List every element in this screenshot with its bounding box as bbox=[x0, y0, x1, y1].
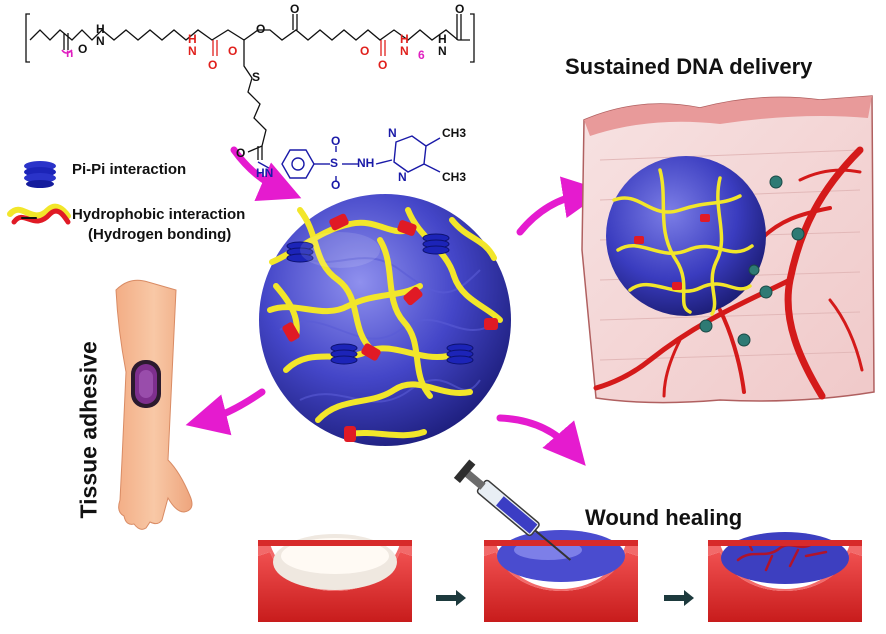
polymer-chains bbox=[267, 207, 503, 439]
legend-hydrophobic-label: Hydrophobic interaction bbox=[72, 206, 246, 223]
arrow-gel-to-wound bbox=[496, 414, 586, 466]
tissue-block bbox=[581, 95, 875, 404]
atom-label-h3: H bbox=[400, 32, 409, 46]
hydrophobic-strand-icon bbox=[7, 203, 71, 225]
pink-arrows bbox=[185, 146, 605, 466]
arrow-gel-to-adhesive bbox=[185, 388, 266, 436]
atom-label-hn: HN bbox=[256, 166, 274, 180]
arrow-structure-to-gel bbox=[230, 146, 302, 202]
hydrogel-sphere bbox=[259, 194, 511, 446]
atom-label-n5: N bbox=[388, 126, 397, 140]
atom-label-o6: O bbox=[360, 44, 370, 58]
arm-icon bbox=[115, 279, 193, 530]
small-hydrogel-sphere bbox=[606, 156, 766, 316]
syringe-icon bbox=[453, 459, 571, 561]
atom-label-o10: O bbox=[331, 134, 341, 148]
wound-healing-title: Wound healing bbox=[585, 505, 743, 530]
crosslink-nodes bbox=[282, 213, 498, 442]
methyl-label-2: CH3 bbox=[442, 170, 467, 184]
sustained-delivery-title: Sustained DNA delivery bbox=[565, 54, 813, 79]
wound-stage-3 bbox=[708, 532, 862, 622]
atom-label-o1: O bbox=[78, 42, 88, 56]
atom-label-nh: NH bbox=[357, 156, 375, 170]
atom-label-h2: H bbox=[188, 32, 197, 46]
atom-label-o5: O bbox=[290, 2, 300, 16]
wound-stage-2 bbox=[484, 530, 638, 622]
adhesive-patch bbox=[131, 360, 161, 408]
wound-stage-1 bbox=[258, 534, 412, 622]
atom-label-s1: S bbox=[252, 70, 261, 84]
atom-label-n3: N bbox=[400, 44, 409, 58]
atom-label-o4: O bbox=[256, 22, 266, 36]
atom-label-n4: N bbox=[438, 44, 447, 58]
atom-label-o11: O bbox=[331, 178, 341, 192]
atom-label-n1: N bbox=[96, 34, 105, 48]
legend-pi-pi-label: Pi-Pi interaction bbox=[72, 161, 187, 178]
repeat-marker-icon bbox=[61, 49, 73, 54]
sulfonamide-group bbox=[257, 135, 441, 182]
arrow-gel-to-delivery bbox=[516, 176, 605, 236]
legend-hydrogen-bonding-label: (Hydrogen bonding) bbox=[88, 226, 232, 243]
pi-stacks bbox=[286, 233, 474, 365]
atom-label-n6: N bbox=[398, 170, 407, 184]
atom-label-o7: O bbox=[378, 58, 388, 72]
atom-label-n2: N bbox=[188, 44, 197, 58]
pi-stack-icon bbox=[24, 161, 56, 188]
polymer-structure bbox=[25, 13, 475, 160]
atom-label-h4: H bbox=[438, 32, 447, 46]
atom-label-o8: O bbox=[455, 2, 465, 16]
wound-arrow-2 bbox=[664, 590, 694, 606]
atom-label-sulfonyl: S bbox=[330, 156, 339, 170]
atom-label-o9: O bbox=[236, 146, 246, 160]
tissue-adhesive-title: Tissue adhesive bbox=[75, 341, 102, 519]
atom-label-o3: O bbox=[228, 44, 238, 58]
atom-label-o2: O bbox=[208, 58, 218, 72]
atom-label-h1: H bbox=[96, 22, 105, 36]
wound-arrow-1 bbox=[436, 590, 466, 606]
dna-particle-icon bbox=[699, 175, 805, 347]
repeat-count-6: 6 bbox=[418, 48, 425, 62]
methyl-label-1: CH3 bbox=[442, 126, 467, 140]
repeat-count-n: n bbox=[66, 46, 74, 60]
